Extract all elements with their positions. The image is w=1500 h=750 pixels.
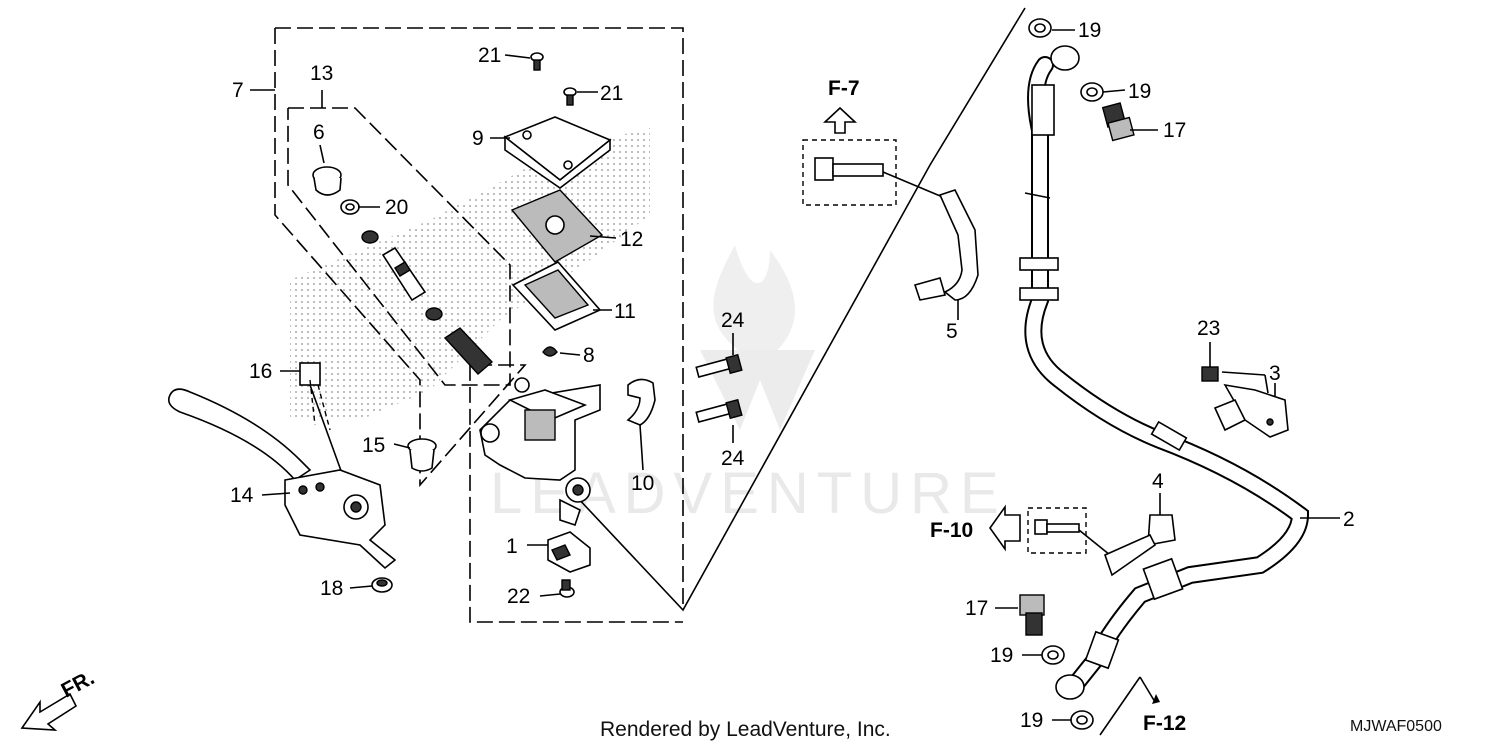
master-cylinder-outline [250,27,684,623]
callout-7: 7 [232,79,244,102]
callout-22: 22 [507,585,530,608]
callout-19: 19 [1078,19,1101,42]
bolt-23 [1201,366,1219,382]
callout-19: 19 [1020,709,1043,732]
callout-1: 1 [506,535,518,558]
diagram-code: MJWAF0500 [1350,718,1442,735]
leader-lines [261,29,1340,721]
callout-21: 21 [478,44,501,67]
piston-set-outline [287,90,511,386]
f7-arrow [822,106,858,134]
boot [312,166,342,196]
callout-17: 17 [965,597,988,620]
reservoir-cap [503,116,612,189]
f7-box [802,139,897,206]
callout-20: 20 [385,196,408,219]
clip-8 [542,346,558,357]
brake-switch [547,531,591,573]
callout-10: 10 [631,472,654,495]
ref-f10: F-10 [930,519,973,542]
callout-19: 19 [1128,80,1151,103]
clamp-3 [1213,383,1289,438]
piston-parts [361,230,494,375]
callout-2: 2 [1343,508,1355,531]
washers-19 [1028,18,1104,730]
holder [626,378,656,426]
front-arrow [20,692,78,731]
f12-leader [1099,676,1160,736]
callouts: 21 21 9 12 11 8 7 13 6 20 24 24 10 1 22 … [230,19,1355,732]
callout-15: 15 [362,434,385,457]
callout-6: 6 [313,121,325,144]
f10-box [1027,507,1087,554]
screw-21-top [530,52,544,71]
callout-17: 17 [1163,119,1186,142]
render-credit: Rendered by LeadVenture, Inc. [600,718,891,741]
callout-16: 16 [249,360,272,383]
callout-13: 13 [310,62,333,85]
collar [407,438,437,472]
master-cylinder-body [479,377,601,527]
callout-19: 19 [990,644,1013,667]
stay [913,189,979,320]
nut [371,577,393,593]
clamp-4 [1104,493,1176,577]
assembly-leader [574,7,1026,612]
diaphragm-plate [510,189,604,263]
circlip [340,199,360,215]
screw-22 [559,579,575,598]
callout-5: 5 [946,320,958,343]
callout-24: 24 [721,309,745,332]
ref-f7: F-7 [828,77,860,100]
callout-8: 8 [583,344,595,367]
callout-12: 12 [620,228,643,251]
callout-3: 3 [1269,362,1281,385]
ref-f12: F-12 [1143,712,1186,735]
callout-21: 21 [600,82,623,105]
f10-arrow [989,504,1021,552]
callout-24: 24 [721,447,745,470]
screw-21-bottom [563,87,577,106]
oil-bolts-17 [1019,102,1135,636]
diaphragm [511,261,602,331]
callout-18: 18 [320,577,343,600]
callout-11: 11 [614,300,636,323]
callout-9: 9 [472,127,484,150]
bolt-f10 [1034,519,1111,556]
callout-4: 4 [1152,470,1164,493]
callout-14: 14 [230,484,254,507]
brake-lever [167,388,397,570]
brake-hose [1019,45,1310,700]
bolt-f7 [814,157,946,199]
callout-23: 23 [1197,317,1220,340]
pivot-guide [309,379,316,426]
bolts-24 [695,353,743,423]
